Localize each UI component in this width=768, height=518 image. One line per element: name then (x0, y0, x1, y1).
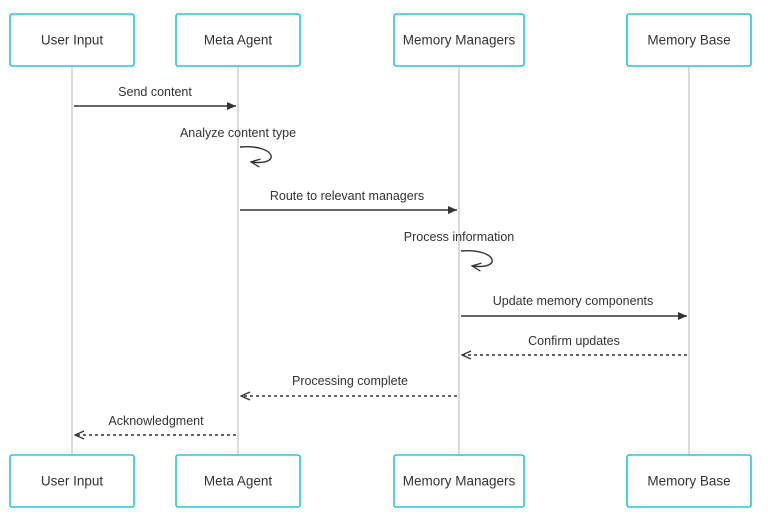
participant-label: Memory Managers (403, 474, 516, 489)
participant-label: Meta Agent (204, 33, 273, 48)
self-message-arrow (460, 250, 493, 267)
participant-top-memory-base[interactable]: Memory Base (626, 13, 752, 67)
message-label: Route to relevant managers (270, 189, 424, 203)
message-label: Confirm updates (528, 334, 620, 348)
message-label: Process information (404, 230, 515, 244)
participant-label: User Input (41, 33, 104, 48)
participant-label: Memory Base (647, 474, 730, 489)
message-update-memory-components: Update memory components (461, 294, 687, 320)
message-process-information: Process information (404, 230, 515, 267)
message-confirm-updates: Confirm updates (462, 334, 687, 355)
lifelines (71, 66, 690, 455)
message-label: Update memory components (493, 294, 654, 308)
participant-bottom-memory-managers[interactable]: Memory Managers (393, 454, 525, 508)
message-processing-complete: Processing complete (241, 374, 457, 396)
participant-bottom-meta-agent[interactable]: Meta Agent (175, 454, 301, 508)
message-acknowledgment: Acknowledgment (75, 414, 236, 435)
message-analyze-content-type: Analyze content type (180, 126, 296, 162)
participant-label: Memory Base (647, 33, 730, 48)
message-send-content: Send content (74, 85, 236, 110)
message-label: Processing complete (292, 374, 408, 388)
message-label: Analyze content type (180, 126, 296, 140)
participant-top-user-input[interactable]: User Input (9, 13, 135, 67)
participant-label: Meta Agent (204, 474, 273, 489)
message-label: Acknowledgment (108, 414, 204, 428)
participant-top-memory-managers[interactable]: Memory Managers (393, 13, 525, 67)
participant-label: User Input (41, 474, 104, 489)
self-message-arrow (239, 146, 272, 163)
participant-bottom-memory-base[interactable]: Memory Base (626, 454, 752, 508)
message-route-to-relevant-managers: Route to relevant managers (240, 189, 457, 214)
participant-bottom-user-input[interactable]: User Input (9, 454, 135, 508)
participant-label: Memory Managers (403, 33, 516, 48)
message-label: Send content (118, 85, 192, 99)
participant-top-meta-agent[interactable]: Meta Agent (175, 13, 301, 67)
